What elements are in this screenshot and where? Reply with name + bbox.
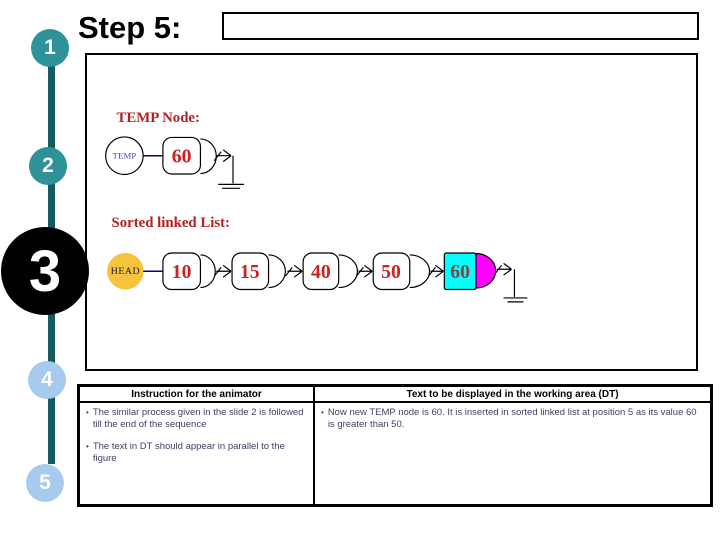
temp-section-label: TEMP Node: [117, 110, 200, 126]
node-box [372, 252, 411, 291]
temp-pointer-label: TEMP [113, 151, 137, 161]
next-arrow-3 [355, 264, 373, 278]
linked-list-diagram: TEMP Node: TEMP 60 Sorted linked List: H… [105, 110, 528, 303]
step-badge-4: 4 [28, 361, 66, 399]
slide-title: Step 5: [78, 10, 182, 45]
head-circle [107, 252, 144, 290]
display-text-bullet: • Now new TEMP node is 60. It is inserte… [321, 407, 704, 432]
node-box [302, 252, 340, 291]
bullet-icon: • [86, 408, 89, 417]
node-value: 50 [381, 261, 401, 283]
list-node-1: 10 [162, 252, 216, 291]
node-pointer-bulge [475, 252, 497, 289]
temp-ground-symbol [218, 155, 244, 189]
step-number: 2 [42, 154, 54, 177]
instruction-column: Instruction for the animator • The simil… [80, 387, 315, 504]
temp-node-box [162, 136, 202, 175]
temp-node-pointer-bulge [200, 138, 217, 175]
step-number: 3 [28, 238, 62, 304]
node-pointer-bulge [268, 254, 286, 289]
step-badge-1: 1 [31, 29, 69, 67]
display-text-column: Text to be displayed in the working area… [315, 387, 710, 504]
step-badge-5: 5 [26, 464, 64, 502]
step-number: 5 [39, 471, 51, 494]
node-value: 15 [240, 261, 260, 283]
node-pointer-bulge [200, 254, 216, 289]
instruction-column-body: • The similar process given in the slide… [80, 403, 313, 474]
animator-instruction-table: Instruction for the animator • The simil… [77, 384, 713, 507]
node-box [443, 252, 477, 291]
head-label: HEAD [111, 266, 140, 277]
node-value: 40 [311, 261, 331, 283]
null-arrow-5 [494, 262, 512, 276]
bullet-icon: • [86, 441, 89, 451]
node-value: 10 [172, 261, 192, 283]
node-value: 60 [450, 261, 470, 283]
list-node-5-inserted: 60 [443, 252, 497, 291]
node-pointer-bulge [409, 254, 431, 289]
bullet-text: The text in DT should appear in parallel… [92, 440, 285, 465]
step-number: 1 [44, 36, 56, 59]
node-pointer-bulge [338, 254, 358, 289]
next-arrow-1 [213, 264, 232, 278]
list-node-4: 50 [372, 252, 431, 291]
instruction-column-header: Instruction for the animator [80, 387, 313, 403]
title-placeholder-box [222, 12, 699, 40]
bullet-icon: • [321, 408, 324, 417]
step-badge-3-current: 3 [1, 227, 89, 315]
list-node-3: 40 [302, 252, 358, 291]
bullet-text: Now new TEMP node is 60. It is inserted … [327, 407, 697, 431]
list-node-2: 15 [231, 252, 286, 291]
diagram-canvas: TEMP Node: TEMP 60 Sorted linked List: H… [85, 53, 698, 371]
node-box [162, 252, 202, 291]
temp-node-value: 60 [172, 146, 192, 168]
step-badge-2: 2 [29, 147, 67, 185]
temp-null-arrow [213, 149, 232, 163]
next-arrow-2 [284, 264, 303, 278]
instruction-bullet: • The text in DT should appear in parall… [86, 441, 307, 466]
next-arrow-4 [428, 264, 444, 278]
instruction-bullet: • The similar process given in the slide… [86, 407, 307, 432]
bullet-text: The similar process given in the slide 2… [92, 407, 304, 431]
display-text-column-body: • Now new TEMP node is 60. It is inserte… [315, 403, 710, 441]
step-number: 4 [41, 368, 53, 391]
display-text-column-header: Text to be displayed in the working area… [315, 387, 710, 403]
list-ground-symbol [503, 269, 528, 303]
list-section-label: Sorted linked List: [112, 215, 230, 231]
node-box [231, 252, 270, 291]
